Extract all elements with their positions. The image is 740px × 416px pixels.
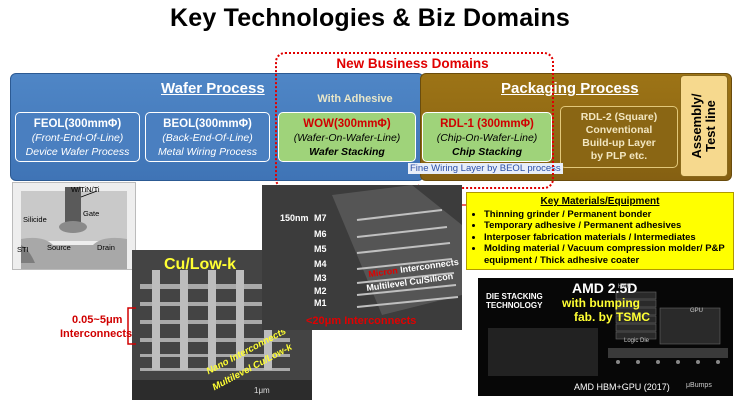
- rdl2-line1: Conventional: [585, 124, 653, 136]
- beol-desc: Metal Wiring Process: [157, 146, 258, 158]
- key-material-item: Interposer fabrication materials / Inter…: [484, 232, 727, 244]
- wow-desc: Wafer Stacking: [309, 146, 385, 158]
- amd-tsmc: fab. by TSMC: [574, 310, 651, 324]
- tem-silicide-label: Silicide: [23, 215, 47, 224]
- micron-layer: M3: [314, 273, 327, 283]
- amd-gpu: GPU: [690, 308, 704, 314]
- micron-layer: M4: [314, 259, 327, 269]
- key-materials-box: Key Materials/Equipment Thinning grinder…: [466, 192, 734, 270]
- key-material-item: Molding material / Vacuum compression mo…: [484, 243, 727, 266]
- wow-sub: (Wafer-On-Wafer-Line): [293, 132, 401, 144]
- tem-transistor-image: W/TiN/Ti Gate Silicide STI Source Drain: [12, 182, 136, 270]
- micron-structure: [262, 185, 462, 330]
- feol-box: FEOL(300mmΦ) (Front-End-Of-Line) Device …: [15, 112, 140, 162]
- tem-source-label: Source: [47, 243, 71, 252]
- wow-title: WOW(300mmΦ): [303, 118, 391, 130]
- amd-package-render: [478, 278, 733, 396]
- micron-image: 150nm M7 M6 M5 M4 M3 M2 M1 Micron Interc…: [262, 185, 462, 330]
- micron-layer: M5: [314, 244, 327, 254]
- amd-technology: TECHNOLOGY: [486, 301, 543, 310]
- rdl2-title: RDL-2 (Square): [580, 111, 658, 123]
- rdl1-title: RDL-1 (300mmΦ): [440, 118, 534, 130]
- key-materials-list: Thinning grinder / Permanent bonder Temp…: [473, 209, 727, 267]
- amd-title: AMD 2.5D: [572, 280, 638, 296]
- assembly-test-box: Assembly/ Test line: [680, 75, 728, 177]
- beol-box: BEOL(300mmΦ) (Back-End-Of-Line) Metal Wi…: [145, 112, 270, 162]
- amd-logic-die: Logic Die: [624, 338, 650, 344]
- tem-gate-label: Gate: [83, 209, 100, 218]
- packaging-process-title: Packaging Process: [501, 80, 639, 97]
- tem-drain-label: Drain: [97, 243, 115, 252]
- micron-scale: 150nm: [280, 213, 309, 223]
- rdl2-line2: Build-up Layer: [582, 137, 656, 149]
- beol-title: BEOL(300mmΦ): [163, 118, 252, 130]
- page-title: Key Technologies & Biz Domains: [169, 4, 571, 32]
- amd-ubumps: μBumps: [686, 382, 712, 389]
- key-material-item: Thinning grinder / Permanent bonder: [484, 209, 727, 221]
- micron-layer: M2: [314, 286, 327, 296]
- amd-caption: AMD HBM+GPU (2017): [574, 382, 670, 392]
- key-material-item: Temporary adhesive / Permanent adhesives: [484, 220, 727, 232]
- with-adhesive-label: With Adhesive: [317, 93, 393, 105]
- feol-sub: (Front-End-Of-Line): [31, 132, 124, 144]
- cu-lowk-interconnects: Interconnects: [60, 328, 133, 340]
- micron-layer: M1: [314, 298, 327, 308]
- transistor-cross-section: [13, 183, 135, 269]
- amd-die-stacking: DIE STACKING: [486, 292, 543, 301]
- cu-lowk-title: Cu/Low-k: [164, 256, 236, 273]
- micron-layer: M6: [314, 229, 327, 239]
- key-materials-title: Key Materials/Equipment: [540, 196, 660, 207]
- micron-layer: M7: [314, 213, 327, 223]
- cu-lowk-bracket: [127, 307, 136, 345]
- rdl2-line3: by PLP etc.: [590, 150, 648, 162]
- rdl1-desc: Chip Stacking: [451, 146, 522, 158]
- cu-lowk-pitch: 0.05~5μm: [72, 314, 123, 326]
- feol-desc: Device Wafer Process: [25, 146, 130, 158]
- feol-title: FEOL(300mmΦ): [33, 118, 122, 130]
- wow-box: WOW(300mmΦ) (Wafer-On-Wafer-Line) Wafer …: [278, 112, 416, 162]
- tem-sti-label: STI: [17, 245, 29, 254]
- amd-hbm: HBM: [618, 284, 632, 290]
- rdl1-sub: (Chip-On-Wafer-Line): [436, 132, 538, 144]
- tem-w-label: W/TiN/Ti: [71, 185, 100, 194]
- amd-bumping: with bumping: [562, 296, 640, 310]
- wafer-process-title: Wafer Process: [161, 80, 265, 97]
- fine-wiring-note: Fine Wiring Layer by BEOL process: [408, 163, 563, 174]
- new-business-label: New Business Domains: [336, 56, 489, 71]
- micron-size-label: <20μm Interconnects: [306, 315, 417, 327]
- cu-lowk-scale: 1μm: [254, 386, 270, 395]
- rdl1-box: RDL-1 (300mmΦ) (Chip-On-Wafer-Line) Chip…: [422, 112, 552, 162]
- beol-sub: (Back-End-Of-Line): [162, 132, 253, 144]
- rdl2-box: RDL-2 (Square) Conventional Build-up Lay…: [560, 106, 678, 168]
- amd-image: DIE STACKING TECHNOLOGY AMD 2.5D with bu…: [478, 278, 733, 396]
